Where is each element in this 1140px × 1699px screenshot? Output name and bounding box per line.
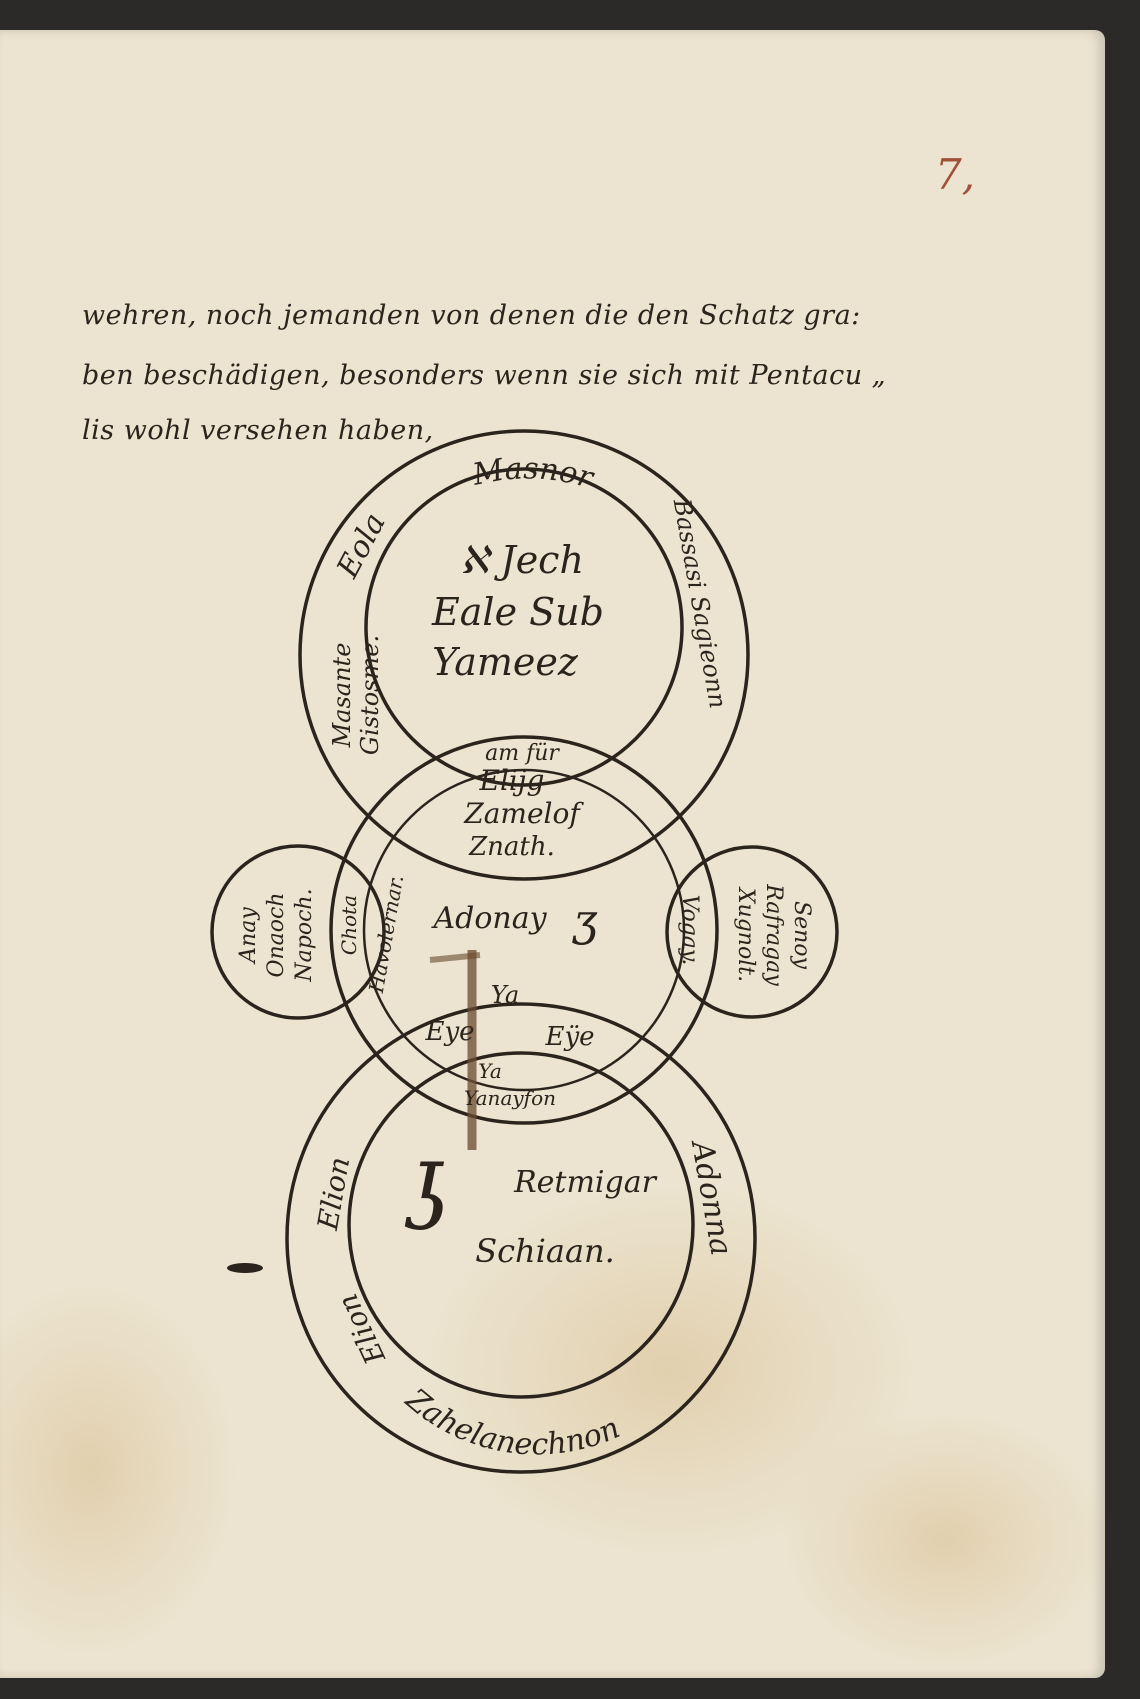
bottom-outer-circle	[285, 1002, 757, 1474]
page-number: 7,	[935, 150, 976, 199]
ink-bleed-stroke	[429, 952, 481, 963]
top-outer-label-masnor: Masnor	[469, 451, 598, 496]
text-line-2: ben beschädigen, besonders wenn sie sich…	[82, 360, 887, 391]
left-circle-line-1: Anay	[236, 907, 261, 965]
bottom-inner-line-2: Schiaan.	[475, 1232, 615, 1270]
bottom-outer-label-zahelanechnon: Zahelanechnon	[398, 1381, 625, 1462]
middle-center-label: Adonay	[430, 901, 547, 936]
top-outer-label-bassasi: Bassasi Sagieonn	[668, 496, 733, 711]
top-inner-circle	[364, 467, 684, 787]
middle-left-label-havolernar: Havolernar.	[364, 873, 408, 995]
text-line-1: wehren, noch jemanden von denen die den …	[82, 300, 861, 331]
ink-blot	[227, 1263, 263, 1273]
middle-bottom-ya-1: Ya	[491, 981, 519, 1009]
top-outer-label-masante: Masante	[328, 643, 356, 749]
water-stain	[780, 1410, 1105, 1670]
middle-bottom-yanayfon: Yanayfon	[464, 1086, 556, 1110]
bottom-inner-circle	[347, 1051, 695, 1399]
middle-top-line-2: Elijg	[479, 764, 545, 797]
middle-right-label-vogay: Vogay.	[677, 895, 702, 966]
left-circle	[210, 844, 386, 1020]
middle-top-line-4: Znath.	[468, 832, 555, 862]
water-stain	[0, 1280, 240, 1660]
middle-bottom-eye-2: Eÿe	[544, 1022, 594, 1052]
middle-top-line-3: Zamelof	[463, 797, 584, 830]
middle-left-label-chota: Chota	[337, 895, 361, 955]
right-circle	[665, 845, 839, 1019]
middle-bottom-eye-1: Eye	[424, 1017, 474, 1047]
middle-bottom-ya-2: Ya	[478, 1059, 502, 1083]
water-stain	[420, 1180, 920, 1560]
top-inner-line-3: Yameez	[432, 640, 579, 684]
middle-top-line-1: am für	[485, 741, 560, 766]
manuscript-page: 7, wehren, noch jemanden von denen die d…	[0, 30, 1105, 1678]
right-circle-line-2: Rafragay	[761, 883, 786, 986]
middle-center-glyph: ʒ	[572, 895, 598, 946]
middle-outer-circle	[329, 735, 719, 1125]
bottom-inner-line-1: Retmigar	[513, 1165, 658, 1200]
left-circle-line-2: Onaoch	[264, 892, 289, 977]
top-outer-circle	[298, 429, 750, 881]
bottom-inner-glyph: ʖ	[404, 1147, 452, 1252]
text-line-3: lis wohl versehen haben,	[82, 415, 434, 446]
right-circle-line-1: Senoy	[789, 901, 814, 970]
right-circle-line-3: Xugnolt.	[733, 886, 758, 982]
top-outer-label-eola: Eola	[330, 508, 393, 585]
top-outer-label-gistosme: Gistosme.	[356, 635, 384, 755]
top-inner-line-1: ℵ Jech	[460, 538, 584, 582]
top-inner-line-2: Eale Sub	[431, 590, 604, 634]
middle-inner-circle	[362, 768, 686, 1092]
left-circle-line-3: Napoch.	[292, 888, 317, 982]
